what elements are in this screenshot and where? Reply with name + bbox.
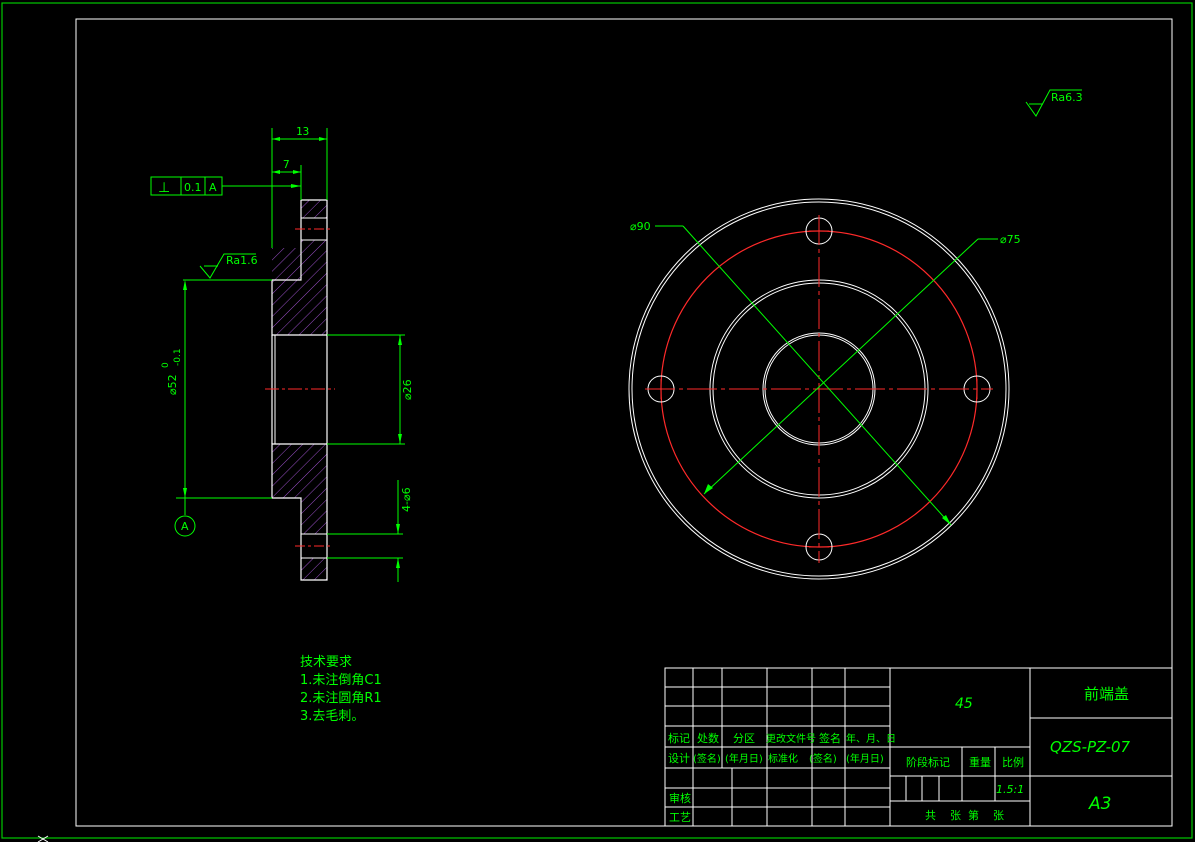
title-design-cell: 标准化 <box>768 752 798 765</box>
title-header-cell: 处数 <box>697 732 719 745</box>
title-header-cell: 标记 <box>668 731 690 745</box>
notes-title: 技术要求 <box>300 655 352 670</box>
technical-notes: 技术要求 1.未注倒角C1 2.未注圆角R1 3.去毛刺。 <box>300 655 382 724</box>
section-outline <box>271 199 328 581</box>
roughness-local: Ra1.6 <box>226 254 258 267</box>
note-item: 1.未注倒角C1 <box>300 673 382 688</box>
title-drawing-number: QZS-PZ-07 <box>1050 738 1131 756</box>
title-scale-label: 比例 <box>1002 755 1024 769</box>
title-design-cell: (年月日) <box>846 752 884 765</box>
title-header-cell: 分区 <box>733 732 755 745</box>
title-review: 审核 <box>669 791 691 805</box>
section-dimensions <box>150 128 405 582</box>
dim-width-step: 7 <box>283 158 290 171</box>
tolerance-value: 0.1 <box>184 181 202 194</box>
title-process: 工艺 <box>669 811 691 824</box>
dim-dia-52: ⌀52 <box>166 374 179 395</box>
title-sheet-size: A3 <box>1088 794 1111 814</box>
title-part-name: 前端盖 <box>1084 685 1129 703</box>
title-header-cell: 更改文件号 <box>766 732 816 745</box>
dim-dia-52-tol-lower: -0.1 <box>173 348 183 366</box>
title-header-cell: 年、月、日 <box>846 732 896 745</box>
note-item: 3.去毛刺。 <box>300 709 364 724</box>
tolerance-symbol: ⊥ <box>158 180 170 196</box>
ucs-icon <box>37 835 49 842</box>
title-block <box>664 667 1173 827</box>
hatch-upper <box>272 248 327 335</box>
title-design-cell: (签名) <box>809 752 837 765</box>
title-material: 45 <box>955 696 973 712</box>
dim-dia-52-tol-upper: 0 <box>161 362 171 368</box>
title-header-cell: 签名 <box>819 731 841 745</box>
title-scale: 1.5:1 <box>996 783 1024 796</box>
title-design-cell: (年月日) <box>725 752 763 765</box>
dim-width-total: 13 <box>296 125 309 138</box>
title-design-cell: (签名) <box>693 752 721 765</box>
inner-frame <box>75 18 1173 827</box>
hatch-lower <box>272 444 327 498</box>
datum-label: A <box>181 520 189 533</box>
dim-holes: 4-⌀6 <box>400 487 413 512</box>
title-stage-mark: 阶段标记 <box>906 755 950 769</box>
title-sheets: 共 张 第 张 <box>925 808 1004 822</box>
dim-dia-26: ⌀26 <box>401 379 414 400</box>
tolerance-datum: A <box>209 181 217 194</box>
title-design-cell: 设计 <box>668 752 690 765</box>
roughness-global: Ra6.3 <box>1051 91 1083 104</box>
title-weight: 重量 <box>969 755 991 769</box>
dim-dia-75: ⌀75 <box>1000 233 1021 246</box>
outer-circle <box>628 198 1010 580</box>
dim-dia-90: ⌀90 <box>630 220 651 233</box>
section-view <box>265 199 335 581</box>
front-view <box>628 89 1082 580</box>
note-item: 2.未注圆角R1 <box>300 691 382 706</box>
